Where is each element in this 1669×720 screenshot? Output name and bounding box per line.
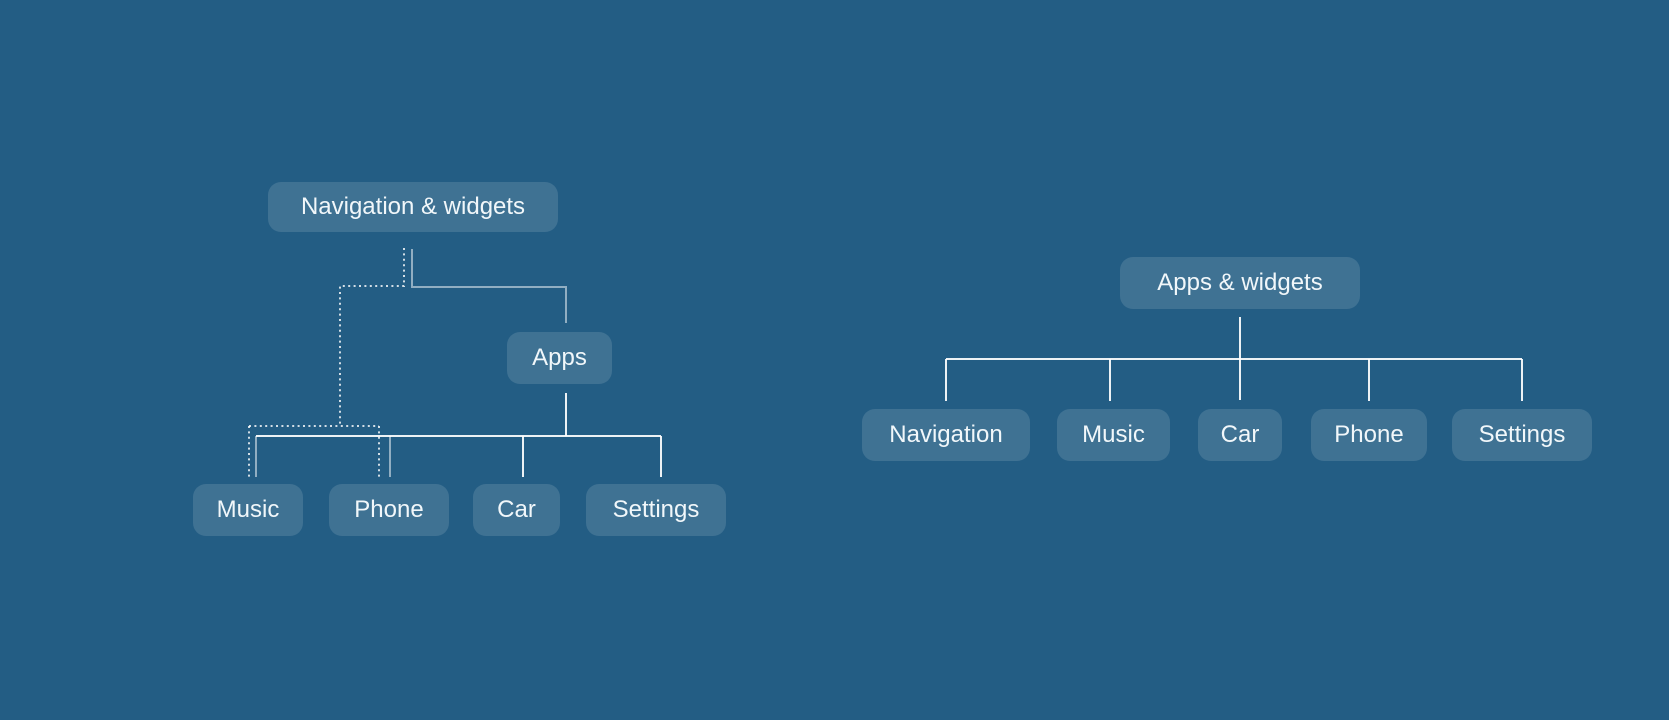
node-settings[interactable]: Settings (586, 484, 726, 536)
left-root-to-apps-connector (411, 249, 567, 323)
node-car[interactable]: Car (473, 484, 560, 536)
node-settings-right[interactable]: Settings (1452, 409, 1592, 461)
left-dotted-elbow-connector (339, 248, 405, 426)
node-navigation[interactable]: Navigation (862, 409, 1030, 461)
node-music[interactable]: Music (193, 484, 303, 536)
node-phone-right[interactable]: Phone (1311, 409, 1427, 461)
node-apps-and-widgets[interactable]: Apps & widgets (1120, 257, 1360, 309)
node-apps[interactable]: Apps (507, 332, 612, 384)
node-car-right[interactable]: Car (1198, 409, 1282, 461)
node-navigation-and-widgets[interactable]: Navigation & widgets (268, 182, 558, 232)
node-music-right[interactable]: Music (1057, 409, 1170, 461)
node-phone[interactable]: Phone (329, 484, 449, 536)
